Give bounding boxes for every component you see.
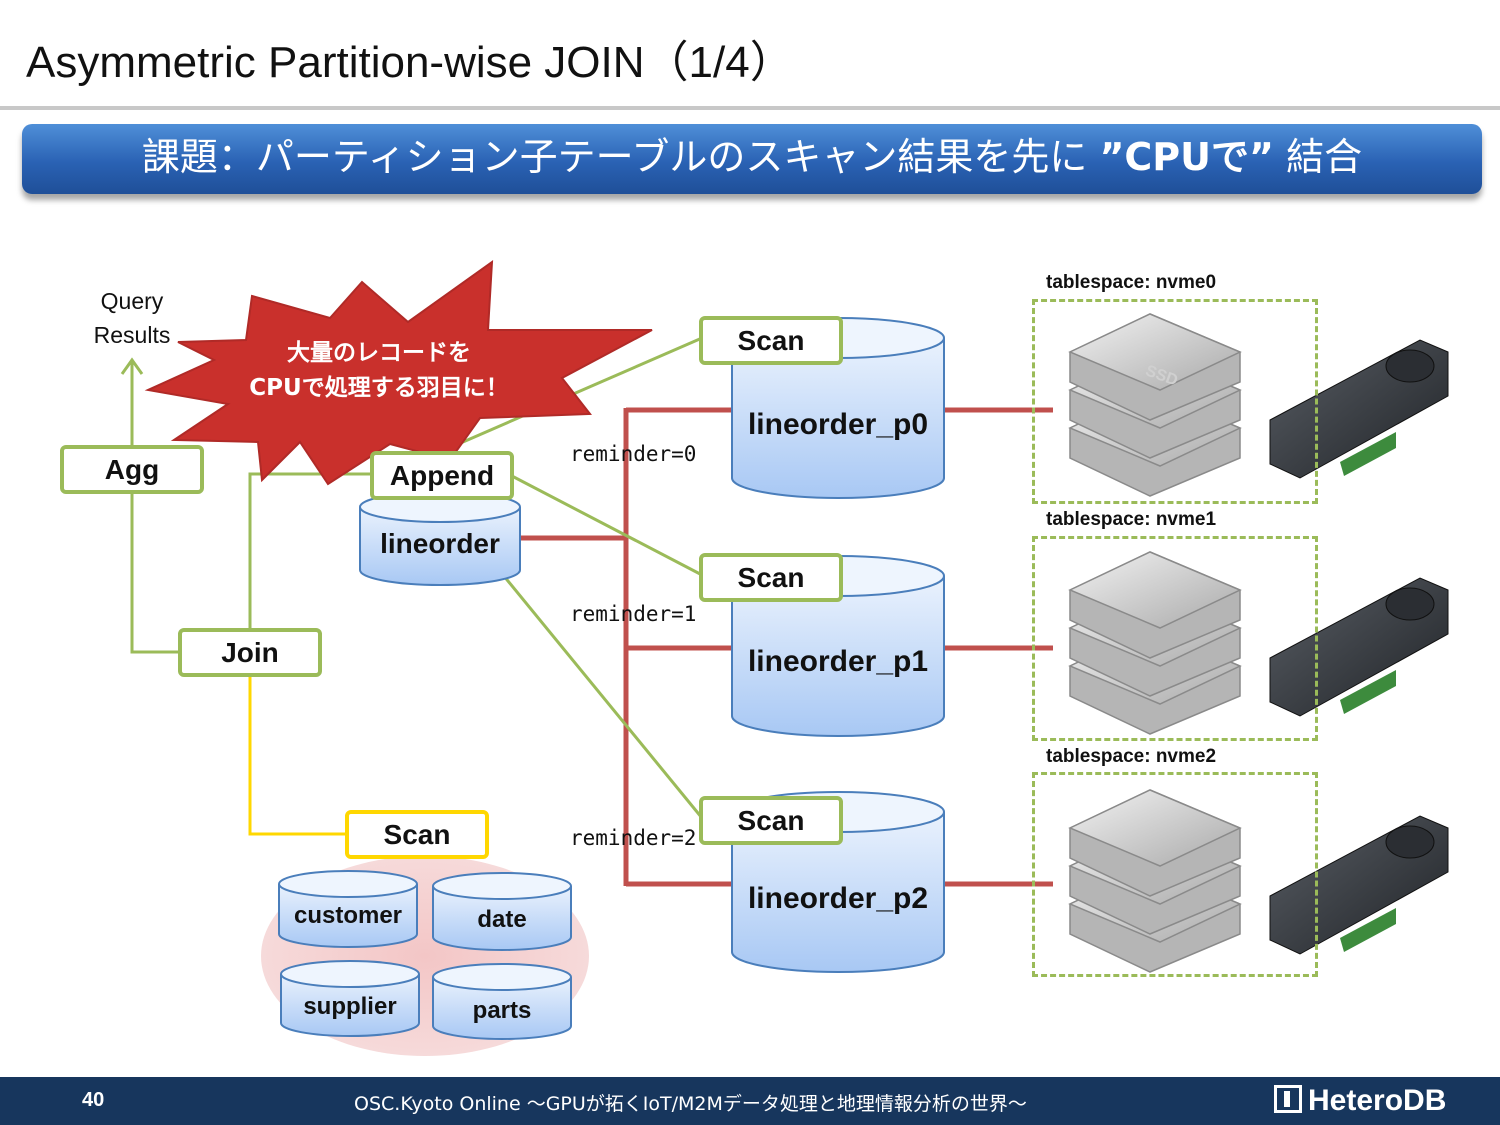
- nvme0-gpu-icon: [1269, 339, 1449, 479]
- p1-scan-node[interactable]: Scan: [699, 553, 843, 602]
- p0-table-label: lineorder_p0: [747, 408, 929, 441]
- event-name: OSC.Kyoto Online 〜GPUが拓くIoT/M2Mデータ処理と地理情…: [354, 1093, 1027, 1115]
- nvme2-gpu-icon: [1269, 815, 1449, 955]
- dimension-scan-node[interactable]: Scan: [345, 810, 489, 859]
- tablespace-nvme1-label: tablespace: nvme1: [1046, 509, 1217, 530]
- warning-line2: CPUで処理する羽目に！: [249, 375, 509, 401]
- warning-burst: [144, 259, 653, 486]
- tablespace-nvme0-label: tablespace: nvme0: [1046, 272, 1217, 293]
- logo-text: HeteroDB: [1308, 1084, 1447, 1117]
- supplier-label: supplier: [303, 993, 397, 1020]
- slide-title: Asymmetric Partition-wise JOIN（1/4）: [26, 38, 794, 87]
- banner-emphasis: ”CPUで”: [1099, 135, 1274, 179]
- p0-scan-node[interactable]: Scan: [699, 316, 843, 365]
- warning-burst-text: 大量のレコードを CPUで処理する羽目に！: [206, 336, 552, 406]
- tablespace-nvme1-box: [1032, 536, 1318, 741]
- p1-table-label: lineorder_p1: [747, 645, 929, 678]
- join-to-dims-line: [248, 674, 348, 836]
- banner-prefix: 課題：パーティション子テーブルのスキャン結果を先に: [141, 135, 1100, 179]
- banner-suffix: 結合: [1273, 135, 1363, 179]
- results-arrowhead: [120, 357, 144, 375]
- query-results-label: Query Results: [82, 284, 182, 352]
- footer-bar: 40 OSC.Kyoto Online 〜GPUが拓くIoT/M2Mデータ処理と…: [0, 1077, 1500, 1125]
- p2-scan-node[interactable]: Scan: [699, 796, 843, 845]
- join-node[interactable]: Join: [178, 628, 322, 677]
- parts-label: parts: [472, 997, 532, 1024]
- reminder-0-label: reminder=0: [570, 442, 697, 466]
- query-results-line2: Results: [93, 322, 171, 348]
- p2-table-label: lineorder_p2: [747, 882, 929, 915]
- reminder-2-label: reminder=2: [570, 826, 697, 850]
- reminder-1-label: reminder=1: [570, 602, 697, 626]
- page-number: 40: [82, 1089, 105, 1111]
- agg-node[interactable]: Agg: [60, 445, 204, 494]
- date-label: date: [477, 906, 527, 933]
- customer-cylinder: [278, 870, 418, 948]
- issue-banner: 課題：パーティション子テーブルのスキャン結果を先に ”CPUで” 結合: [22, 124, 1482, 194]
- join-to-agg-line: [130, 492, 180, 654]
- nvme1-gpu-icon: [1269, 577, 1449, 717]
- append-node[interactable]: Append: [370, 451, 514, 500]
- title-divider: [0, 106, 1500, 110]
- heterodb-logo-icon: [1274, 1085, 1302, 1113]
- heterodb-logo: HeteroDB: [1274, 1084, 1446, 1118]
- append-to-scan1-line: [509, 473, 703, 577]
- query-results-line1: Query: [100, 288, 164, 314]
- parts-cylinder: [432, 963, 572, 1040]
- nvme1-ssd-stack: [1068, 551, 1242, 735]
- nvme0-ssd-stack: SSD: [1068, 313, 1242, 497]
- tablespace-nvme2-label: tablespace: nvme2: [1046, 746, 1217, 767]
- supplier-cylinder: [280, 960, 420, 1037]
- tablespace-nvme2-box: [1032, 772, 1318, 977]
- tablespace-nvme0-box: [1032, 299, 1318, 504]
- date-cylinder: [432, 872, 572, 951]
- warning-line1: 大量のレコードを: [287, 340, 471, 366]
- nvme2-ssd-stack: [1068, 789, 1242, 973]
- customer-label: customer: [293, 902, 403, 929]
- join-to-append-line: [248, 472, 372, 630]
- lineorder-label: lineorder: [380, 528, 500, 559]
